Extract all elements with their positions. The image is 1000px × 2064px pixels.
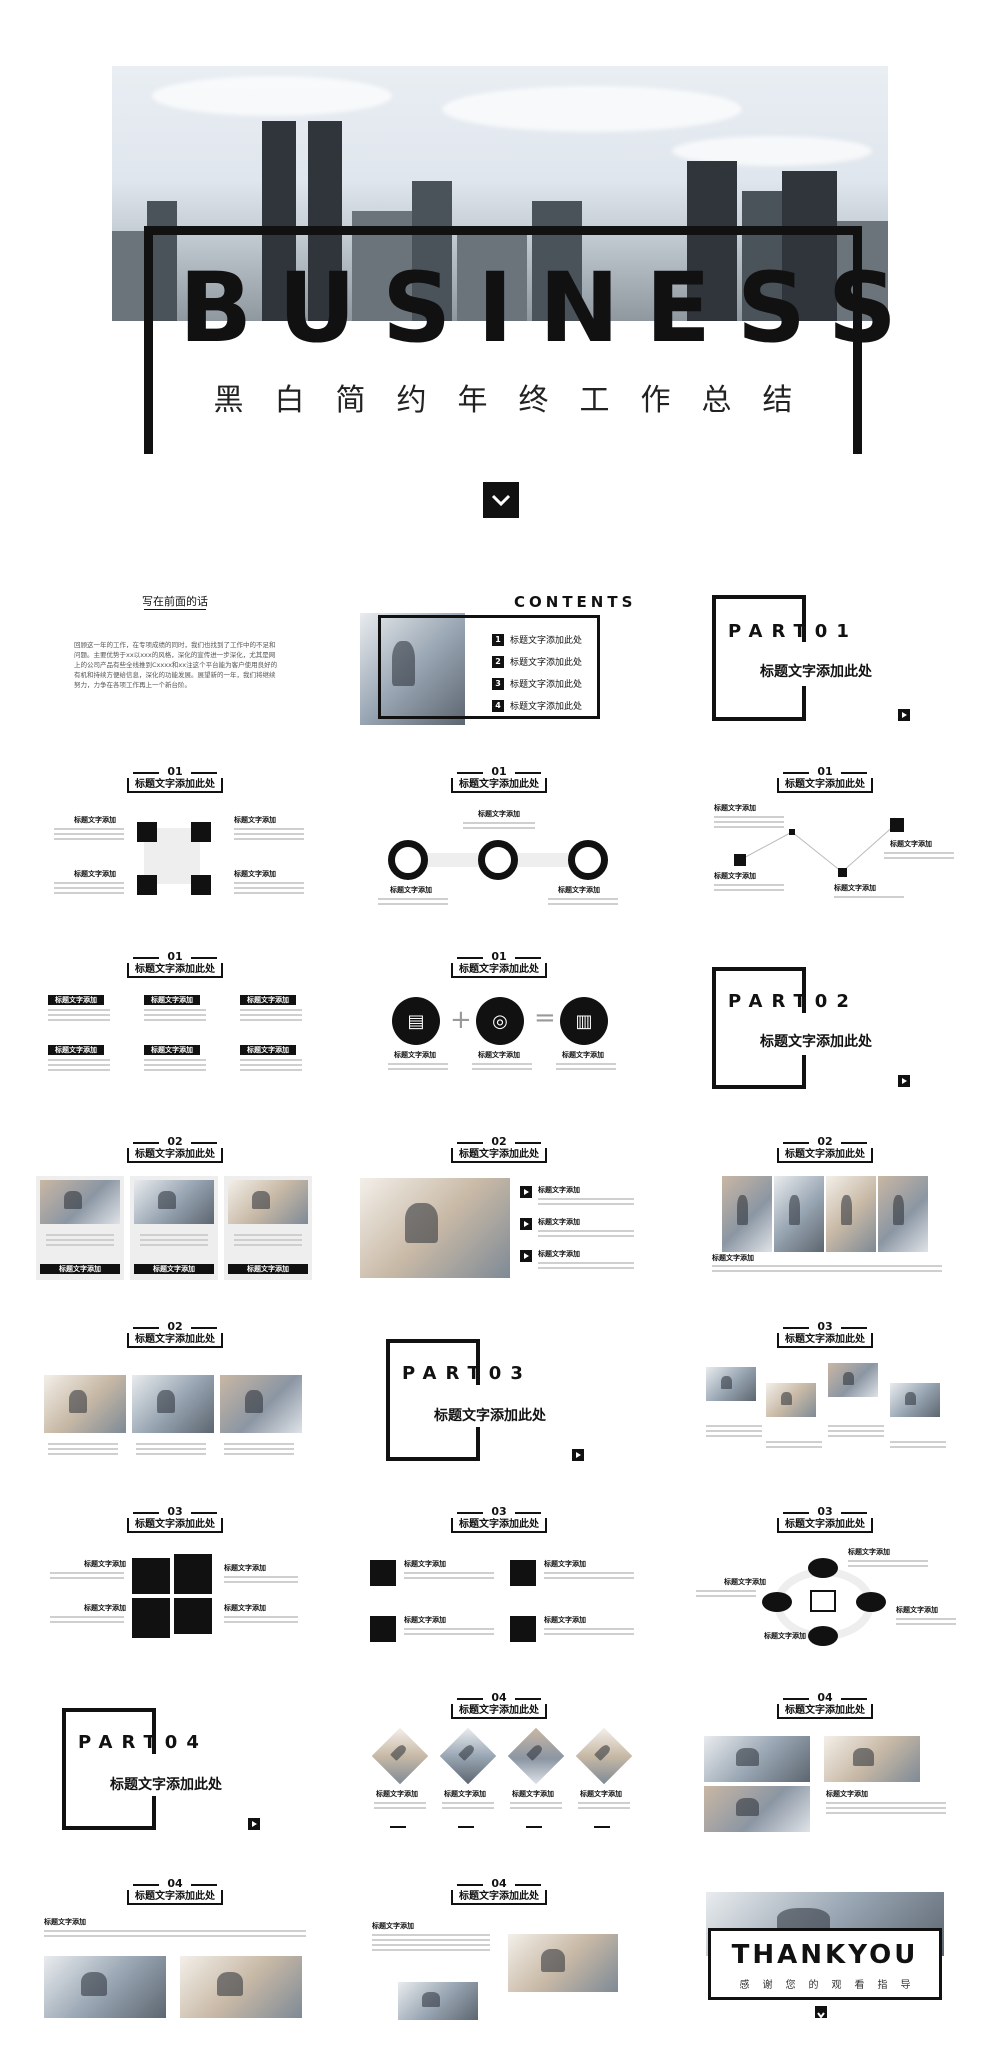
chevron-down-icon[interactable] bbox=[815, 2006, 827, 2019]
part-label: PART02 bbox=[728, 991, 858, 1012]
contents-title: CONTENTS bbox=[514, 593, 637, 611]
part-title: 标题文字添加此处 bbox=[110, 1777, 222, 1793]
location-icon bbox=[370, 1616, 396, 1642]
document-icon: ▤ bbox=[392, 997, 440, 1045]
part-title: 标题文字添加此处 bbox=[434, 1408, 546, 1424]
bulb-icon bbox=[137, 822, 157, 842]
part-title: 标题文字添加此处 bbox=[760, 1034, 872, 1050]
part-label: PART01 bbox=[728, 621, 858, 642]
part-label: PART04 bbox=[78, 1732, 208, 1753]
pyramid-icon bbox=[510, 1560, 536, 1586]
chevron-down-icon bbox=[491, 494, 511, 506]
home-icon bbox=[174, 1598, 212, 1634]
slide-part02: PART02 标题文字添加此处 bbox=[684, 945, 966, 1095]
cloud-icon bbox=[370, 1560, 396, 1586]
slide-thankyou: THANKYOU 感谢您的观看指导 bbox=[684, 1872, 966, 2022]
slide-part01: PART01 标题文字添加此处 bbox=[684, 585, 966, 735]
thankyou-subtitle: 感谢您的观看指导 bbox=[739, 1980, 924, 1991]
hero-cover: BUSINESS 黑白简约年终工作总结 bbox=[112, 66, 923, 456]
preface-title: 写在前面的话 bbox=[142, 595, 208, 608]
ring-marker bbox=[478, 840, 518, 880]
hero-title-frame: BUSINESS 黑白简约年终工作总结 bbox=[144, 226, 923, 454]
hero-subtitle: 黑白简约年终工作总结 bbox=[213, 383, 824, 418]
next-arrow-icon[interactable] bbox=[572, 1449, 584, 1461]
growth-icon: ▥ bbox=[560, 997, 608, 1045]
ring-marker bbox=[388, 840, 428, 880]
link-icon bbox=[132, 1598, 170, 1638]
next-arrow-icon[interactable] bbox=[898, 1075, 910, 1087]
slide-part04: PART04 标题文字添加此处 bbox=[34, 1686, 316, 1836]
target-icon: ◎ bbox=[476, 997, 524, 1045]
bar-chart-icon bbox=[132, 1558, 170, 1594]
monitor-icon bbox=[810, 1590, 836, 1612]
part-label: PART03 bbox=[402, 1363, 532, 1384]
tools-icon bbox=[137, 875, 157, 895]
scroll-down-button[interactable] bbox=[483, 482, 519, 518]
preface-body: 回顾这一年的工作，在专项成绩的同时，我们也找到了工作中的不足和问题。主要优势于x… bbox=[74, 641, 278, 689]
target-icon bbox=[191, 875, 211, 895]
thankyou-title: THANKYOU bbox=[731, 1940, 919, 1970]
next-arrow-icon[interactable] bbox=[248, 1818, 260, 1830]
building-photo bbox=[360, 613, 465, 725]
drop-icon bbox=[191, 822, 211, 842]
chart-icon bbox=[510, 1616, 536, 1642]
ring-marker bbox=[568, 840, 608, 880]
hero-title: BUSINESS bbox=[179, 252, 923, 364]
part-title: 标题文字添加此处 bbox=[760, 664, 872, 680]
slide-preface: 写在前面的话 回顾这一年的工作，在专项成绩的同时，我们也找到了工作中的不足和问题… bbox=[34, 585, 316, 735]
warning-icon bbox=[174, 1554, 212, 1594]
writing-photo bbox=[360, 1178, 510, 1278]
next-arrow-icon[interactable] bbox=[898, 709, 910, 721]
slide-part03: PART03 标题文字添加此处 bbox=[358, 1315, 640, 1465]
city-skyline-photo bbox=[112, 66, 888, 321]
